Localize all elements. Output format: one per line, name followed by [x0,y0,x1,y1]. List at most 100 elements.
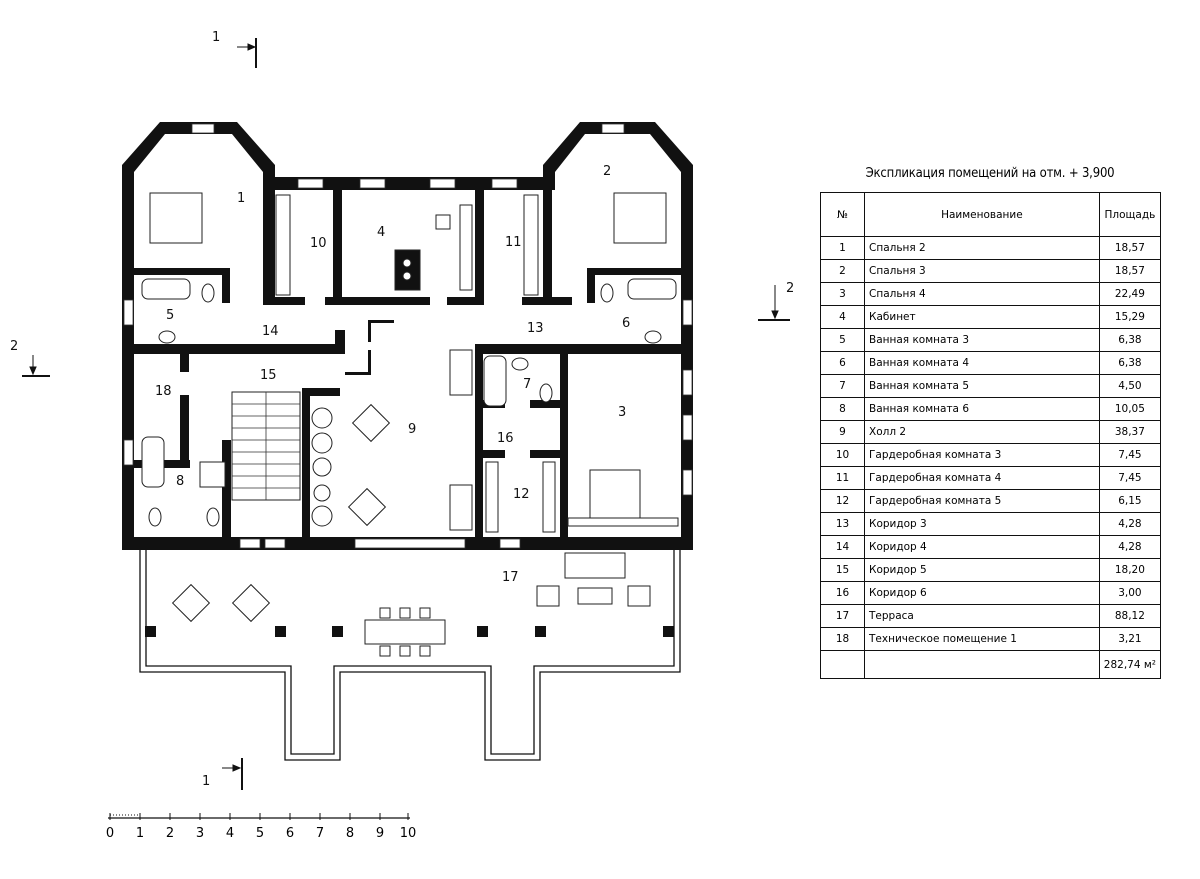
row-name: Спальня 3 [864,259,1100,283]
room-number: 1 [237,191,245,206]
room-number: 16 [497,431,514,446]
row-num: 13 [820,512,865,536]
scale-label: 7 [315,826,325,841]
row-name: Ванная комната 3 [864,328,1100,352]
scale-label: 4 [225,826,235,841]
row-name: Коридор 4 [864,535,1100,559]
row-area: 18,57 [1098,259,1162,283]
row-num: 15 [820,558,865,582]
row-area: 15,29 [1098,305,1162,329]
row-name: Терраса [864,604,1100,628]
total-empty [864,650,1100,679]
row-name: Гардеробная комната 5 [864,489,1100,513]
furniture [141,192,679,533]
scale-label: 1 [135,826,145,841]
total-area: 282,74 м² [1098,650,1162,679]
section-label: 1 [202,774,210,789]
scale-label: 0 [105,826,115,841]
row-num: 8 [820,397,865,421]
row-area: 3,00 [1098,581,1162,605]
table-header: № Наименование Площадь [820,192,1162,237]
stair-lines [232,392,300,500]
row-num: 7 [820,374,865,398]
room-number: 17 [502,570,519,585]
room-number: 4 [377,225,385,240]
row-area: 4,28 [1098,512,1162,536]
row-area: 6,38 [1098,328,1162,352]
room-number: 14 [262,324,279,339]
row-name: Коридор 6 [864,581,1100,605]
row-num: 3 [820,282,865,306]
row-num: 14 [820,535,865,559]
room-number: 8 [176,474,184,489]
row-area: 6,15 [1098,489,1162,513]
terrace-outline [139,550,681,761]
room-number: 7 [523,377,531,392]
row-area: 7,45 [1098,466,1162,490]
room-number: 5 [166,308,174,323]
room-number: 9 [408,422,416,437]
row-area: 7,45 [1098,443,1162,467]
windows [123,123,693,549]
row-name: Спальня 4 [864,282,1100,306]
row-num: 1 [820,236,865,260]
section-label: 2 [10,339,18,354]
room-number: 6 [622,316,630,331]
section-markers [22,38,790,790]
scale-label: 3 [195,826,205,841]
scale-label: 2 [165,826,175,841]
row-num: 11 [820,466,865,490]
room-number: 12 [513,487,530,502]
section-label: 2 [786,281,794,296]
total-empty [820,650,865,679]
room-number: 2 [603,164,611,179]
row-name: Ванная комната 5 [864,374,1100,398]
row-name: Гардеробная комната 3 [864,443,1100,467]
row-num: 5 [820,328,865,352]
row-name: Коридор 3 [864,512,1100,536]
row-num: 16 [820,581,865,605]
row-area: 38,37 [1098,420,1162,444]
room-number: 18 [155,384,172,399]
section-label: 1 [212,30,220,45]
row-area: 88,12 [1098,604,1162,628]
scale-label: 6 [285,826,295,841]
row-area: 18,20 [1098,558,1162,582]
row-num: 10 [820,443,865,467]
header-num: № [820,192,865,237]
header-area: Площадь [1098,192,1162,237]
row-area: 22,49 [1098,282,1162,306]
row-num: 6 [820,351,865,375]
explication-title: Экспликация помещений на отм. + 3,900 [865,166,1115,181]
row-name: Ванная комната 6 [864,397,1100,421]
row-num: 9 [820,420,865,444]
terrace-furniture [171,552,651,657]
room-number: 11 [505,235,522,250]
scale-label: 5 [255,826,265,841]
room-number: 13 [527,321,544,336]
total-row: 282,74 м² [820,650,1162,679]
row-num: 2 [820,259,865,283]
terrace-columns [145,626,674,637]
row-area: 10,05 [1098,397,1162,421]
row-area: 6,38 [1098,351,1162,375]
room-number: 3 [618,405,626,420]
row-name: Спальня 2 [864,236,1100,260]
